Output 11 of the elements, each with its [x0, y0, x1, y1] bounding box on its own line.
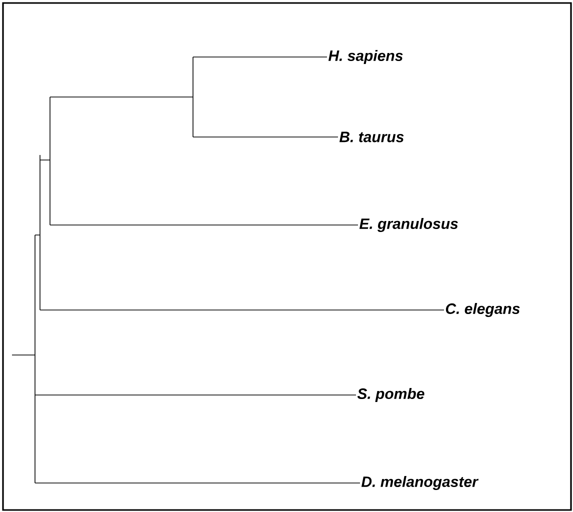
branch-line — [192, 136, 338, 138]
species-label: B. taurus — [339, 132, 404, 142]
branch-line — [34, 394, 356, 396]
species-label: C. elegans — [446, 303, 520, 317]
branch-line — [34, 482, 360, 484]
species-label: E. granulosus — [359, 218, 458, 232]
species-label: S. pombe — [357, 388, 424, 402]
species-label: H. sapiens — [328, 50, 403, 64]
branch-line — [192, 56, 328, 58]
branch-line — [50, 224, 358, 226]
species-label: D. melanogaster — [361, 476, 479, 490]
